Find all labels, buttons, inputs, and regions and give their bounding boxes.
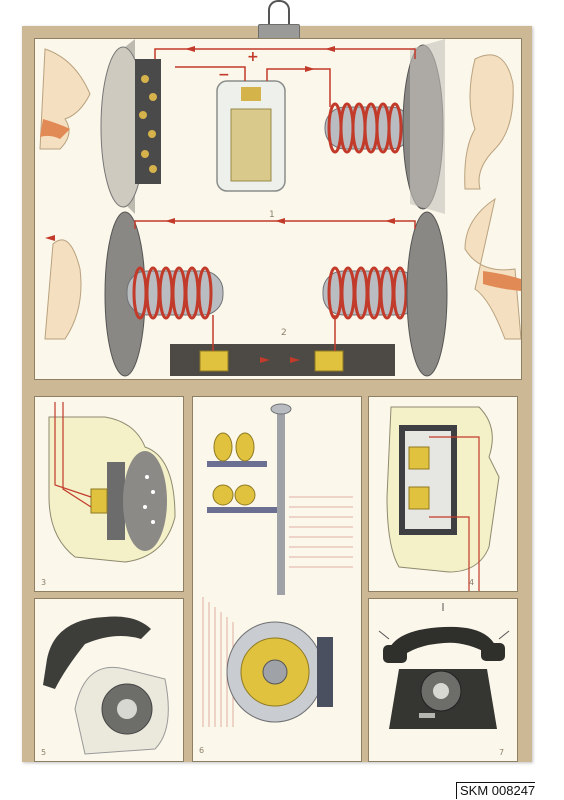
panel-number-4: 4 [469,578,474,587]
selector-illustration: 6 [199,403,353,755]
receiver-illustration: 3 [41,402,176,587]
panel-telephone: 7 [368,598,518,762]
panel-number-2: 2 [281,328,287,338]
panel-telephone-cutaway: 5 [34,598,184,762]
cutaway-phone-illustration: 5 [41,616,169,757]
panel-number-1: 1 [269,210,275,220]
bell-illustration: 4 [386,406,500,591]
plus-sign: + [247,49,259,65]
hanging-wire [268,0,290,30]
telephone-illustration: 7 [378,603,510,757]
panel-receiver-cutaway: 3 [34,396,184,592]
panel-number-3: 3 [41,578,46,587]
panel-transmission-diagram: + − 1 [34,38,522,380]
minus-sign: − [218,67,230,83]
panel-selector-mechanism: 6 [192,396,362,762]
panel-number-5: 5 [41,748,46,757]
panel-number-6: 6 [199,746,204,755]
inventory-number: SKM 008247 [456,782,536,799]
panel-bell-mechanism: 4 [368,396,518,592]
panel-number-7: 7 [499,748,504,757]
transmission-illustration: + − 1 [39,39,521,377]
